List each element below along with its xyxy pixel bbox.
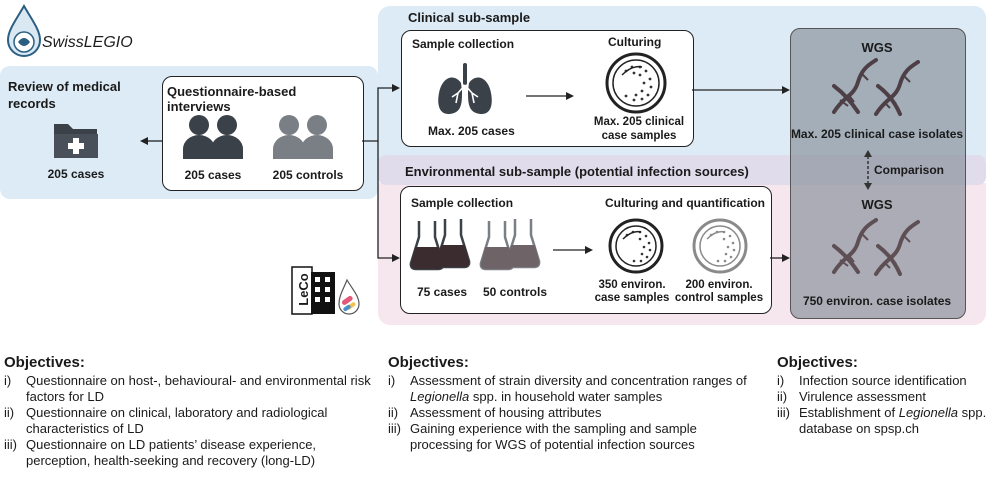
env-control-samples-line2: control samples xyxy=(674,292,764,304)
dna-clinical-icon xyxy=(832,58,920,116)
wgs-clinical-isolates: Max. 205 clinical case isolates xyxy=(790,127,964,141)
controls-people-icon xyxy=(273,115,333,159)
clinical-box: Sample collection Culturing Max. 205 cas… xyxy=(401,30,694,147)
clinical-culture-samples-line2: case samples xyxy=(601,130,677,142)
swisslegio-logo: SwissLEGIO xyxy=(4,3,144,60)
objective-left-3: iii) Questionnaire on LD patients’ diseas… xyxy=(4,437,374,469)
env-control-samples-line1: 200 environ. xyxy=(685,279,753,291)
clinical-culture-samples-line1: Max. 205 clinical xyxy=(593,116,685,128)
objective-left-1: i) Questionnaire on host-, behavioural- a… xyxy=(4,373,374,405)
objective-right-3-post: spp. database on spsp.ch xyxy=(799,405,987,436)
wgs-env-isolates: 750 environ. case isolates xyxy=(802,294,952,308)
env-control-samples: 200 environ. control samples xyxy=(669,279,769,305)
interviews-cases: 205 cases xyxy=(184,168,242,182)
flasks-cases-icon xyxy=(409,219,471,271)
arrow-right-icon xyxy=(526,92,574,100)
objective-middle-1: i) Assessment of strain diversity and con… xyxy=(388,373,760,405)
objective-middle-2-text: Assessment of housing attributes xyxy=(410,405,602,420)
objective-left-3-num: iii) xyxy=(4,437,17,452)
objective-right-1: i) Infection source identification xyxy=(777,373,997,389)
objective-left-2: ii) Questionnaire on clinical, laboratory… xyxy=(4,405,374,437)
objective-left-1-text: Questionnaire on host-, behavioural- and… xyxy=(26,373,371,404)
objective-left-1-num: i) xyxy=(4,373,12,388)
objective-left-2-text: Questionnaire on clinical, laboratory an… xyxy=(26,405,328,436)
objectives-middle: Objectives: i) Assessment of strain diver… xyxy=(388,354,760,453)
logo-name: SwissLEGIO xyxy=(42,34,133,51)
objective-right-2-text: Virulence assessment xyxy=(799,389,926,404)
flasks-controls-icon xyxy=(479,219,541,271)
comparison-arrow-icon xyxy=(864,150,872,190)
env-culturing: Culturing and quantification xyxy=(605,196,765,210)
arrow-right-icon xyxy=(553,246,593,254)
interviews-title: Questionnaire-based interviews xyxy=(167,84,297,114)
objective-left-2-num: ii) xyxy=(4,405,15,420)
objectives-right-title: Objectives: xyxy=(777,354,858,371)
objective-middle-2: ii) Assessment of housing attributes xyxy=(388,405,760,421)
dna-environmental-icon xyxy=(832,218,920,276)
objective-right-3-ital: Legionella xyxy=(898,405,958,420)
objective-right-2-num: ii) xyxy=(777,389,788,404)
clinical-cases: Max. 205 cases xyxy=(428,124,515,138)
wgs-title-top: WGS xyxy=(861,40,893,55)
env-case-samples-line2: case samples xyxy=(594,292,670,304)
objective-right-1-num: i) xyxy=(777,373,785,388)
interviews-controls: 205 controls xyxy=(272,168,344,182)
folder-plus-icon xyxy=(54,124,98,158)
objective-left-3-text: Questionnaire on LD patients’ disease ex… xyxy=(26,437,317,468)
objective-middle-1-num: i) xyxy=(388,373,396,388)
cases-people-icon xyxy=(183,115,243,159)
objective-middle-3-num: iii) xyxy=(388,421,401,436)
interviews-box: Questionnaire-based interviews 205 cases… xyxy=(162,76,364,191)
review-block: Review of medical records 205 cases xyxy=(8,78,138,186)
petri-dish-case-icon xyxy=(608,218,664,274)
objective-right-3-pre: Establishment of xyxy=(799,405,899,420)
clinical-culturing: Culturing xyxy=(608,35,662,49)
objective-right-1-text: Infection source identification xyxy=(799,373,967,388)
env-cases: 75 cases xyxy=(417,285,468,299)
objectives-left: Objectives: i) Questionnaire on host-, be… xyxy=(4,354,374,469)
wgs-title-bottom: WGS xyxy=(861,197,893,212)
environmental-title: Environmental sub-sample (potential infe… xyxy=(405,164,749,179)
connector-arrows xyxy=(140,84,790,262)
objective-right-3: iii) Establishment of Legionella spp. dat… xyxy=(777,405,997,437)
clinical-title: Clinical sub-sample xyxy=(408,10,531,25)
objectives-right: Objectives: i) Infection source identific… xyxy=(777,354,997,437)
leco-logo: LeCo xyxy=(291,266,361,316)
objective-middle-1-post: spp. in household water samples xyxy=(469,389,663,404)
clinical-culture-samples: Max. 205 clinical case samples xyxy=(584,115,694,143)
review-title: Review of medical records xyxy=(8,79,121,111)
env-case-samples: 350 environ. case samples xyxy=(587,279,677,305)
objective-middle-3: iii) Gaining experience with the sampling… xyxy=(388,421,760,453)
petri-dish-icon xyxy=(605,52,667,114)
env-case-samples-line1: 350 environ. xyxy=(598,279,666,291)
petri-dish-control-icon xyxy=(692,218,748,274)
wgs-comparison: Comparison xyxy=(874,163,945,177)
objectives-left-title: Objectives: xyxy=(4,354,85,371)
env-controls: 50 controls xyxy=(483,285,548,299)
objective-right-3-num: iii) xyxy=(777,405,790,420)
lungs-icon xyxy=(438,63,492,115)
objective-middle-1-pre: Assessment of strain diversity and conce… xyxy=(410,373,747,388)
objective-middle-2-num: ii) xyxy=(388,405,399,420)
review-count: 205 cases xyxy=(47,167,105,181)
clinical-sample-collection: Sample collection xyxy=(412,37,515,51)
objectives-middle-title: Objectives: xyxy=(388,354,469,371)
objective-middle-3-text: Gaining experience with the sampling and… xyxy=(410,421,697,452)
objective-right-2: ii) Virulence assessment xyxy=(777,389,997,405)
objective-middle-1-ital: Legionella xyxy=(410,389,470,404)
droplet-logo-icon xyxy=(6,3,42,57)
environmental-box: Sample collection Culturing and quantifi… xyxy=(400,186,772,314)
env-sample-collection: Sample collection xyxy=(411,196,514,210)
